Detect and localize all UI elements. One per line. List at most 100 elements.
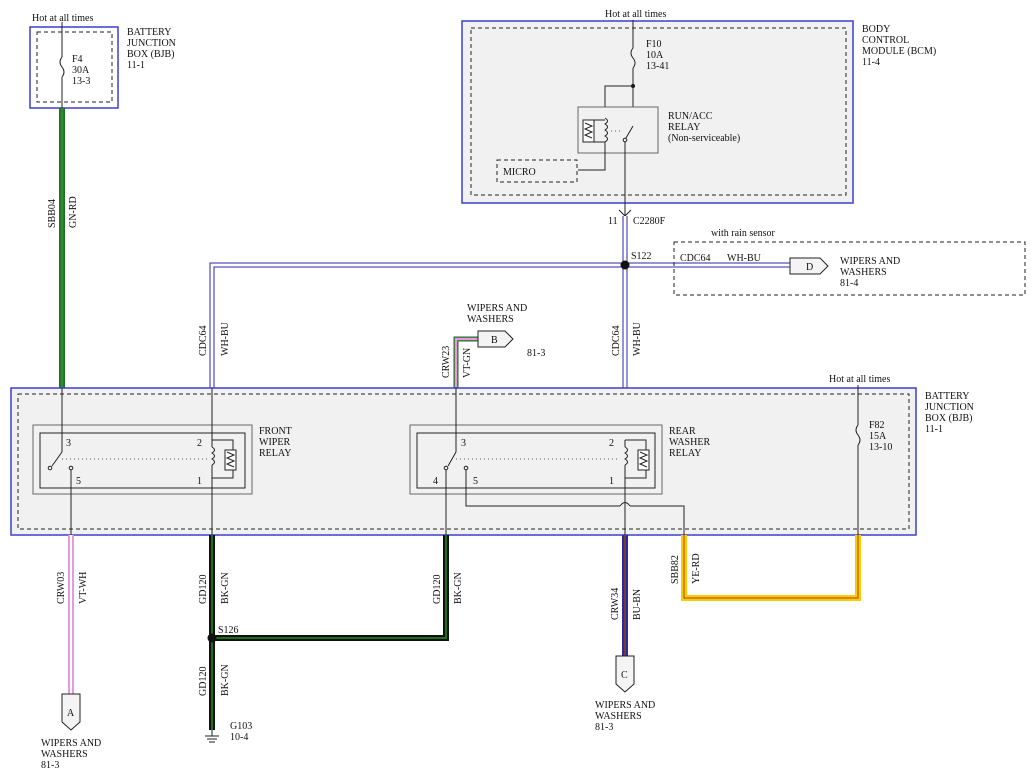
wire-cdc64-horiz-circuit: CDC64 — [680, 253, 711, 264]
offpage-c-label-1: WIPERS AND — [595, 700, 655, 711]
offpage-d-label-2: WASHERS — [840, 267, 887, 278]
bjb-main-ref: 11-1 — [925, 424, 943, 435]
rear-relay-pin-2: 2 — [609, 438, 614, 449]
offpage-d-icon[interactable] — [789, 257, 829, 275]
bcm-name-2: CONTROL — [862, 35, 909, 46]
front-relay-pin-2: 2 — [197, 438, 202, 449]
relay-name-3: (Non-serviceable) — [668, 133, 740, 144]
bcm-module: Hot at all times BODY CONTROL MODULE (BC… — [461, 9, 936, 215]
offpage-d-label-1: WIPERS AND — [840, 256, 900, 267]
bjb-top-hot-label: Hot at all times — [32, 13, 93, 24]
bjb-main-name-1: BATTERY — [925, 391, 969, 402]
bcm-hot-label: Hot at all times — [605, 9, 666, 20]
bjb-top-ref: 11-1 — [127, 60, 145, 71]
fuse-f4-ref: 13-3 — [72, 76, 90, 87]
wire-crw03-circuit: CRW03 — [56, 572, 67, 604]
wire-cdc64-horiz-color: WH-BU — [727, 253, 762, 264]
offpage-c-ref: 81-3 — [595, 722, 613, 733]
bcm-name-3: MODULE (BCM) — [862, 46, 936, 57]
offpage-c-label-2: WASHERS — [595, 711, 642, 722]
ground-icon — [205, 730, 219, 743]
offpage-b-icon[interactable] — [477, 330, 514, 348]
wire-cdc64-left-color: WH-BU — [220, 321, 231, 356]
splice-s126 — [207, 633, 217, 643]
front-relay-pin-1: 1 — [197, 476, 202, 487]
fuse-f10-icon — [630, 47, 636, 69]
bcm-ref: 11-4 — [862, 57, 880, 68]
fuse-f82-ref: 13-10 — [869, 442, 892, 453]
offpage-a-label-1: WIPERS AND — [41, 738, 101, 749]
rear-relay-pin-5: 5 — [473, 476, 478, 487]
fuse-f4-icon — [59, 56, 65, 78]
wire-gd120-a-color: BK-GN — [220, 572, 231, 604]
rear-relay-pin-1: 1 — [609, 476, 614, 487]
front-wiper-relay: FRONT WIPER RELAY 3 5 2 1 — [32, 388, 292, 535]
front-relay-name-3: RELAY — [259, 448, 291, 459]
offpage-b-ref: 81-3 — [527, 348, 545, 359]
bjb-top-module: Hot at all times BATTERY JUNCTION BOX (B… — [29, 13, 176, 109]
wire-sbb04: SBB04 GN-RD — [47, 108, 79, 388]
wire-crw23-color: VT-GN — [462, 348, 473, 378]
offpage-a-letter: A — [67, 708, 75, 719]
ground-label: G103 — [230, 721, 252, 732]
bjb-main-hot-label: Hot at all times — [829, 374, 890, 385]
wire-sbb04-circuit: SBB04 — [47, 199, 58, 228]
wire-crw23-circuit: CRW23 — [441, 346, 452, 378]
offpage-a-icon[interactable] — [61, 693, 81, 731]
fuse-f10-ref: 13-41 — [646, 61, 669, 72]
wire-gd120-a-circuit: GD120 — [198, 575, 209, 604]
offpage-c-icon[interactable] — [615, 655, 635, 693]
fuse-f82-icon — [855, 424, 861, 446]
relay-name-1: RUN/ACC — [668, 111, 713, 122]
wire-gd120-c-circuit: GD120 — [198, 667, 209, 696]
wire-sbb82: SBB82 YE-RD — [670, 535, 861, 601]
fuse-f82-id: F82 — [869, 420, 885, 431]
fuse-f4-rating: 30A — [72, 65, 90, 76]
bjb-main-name-3: BOX (BJB) — [925, 413, 973, 424]
wire-crw03-color: VT-WH — [78, 572, 89, 604]
front-relay-pin-3: 3 — [66, 438, 71, 449]
offpage-b-label-2: WASHERS — [467, 314, 514, 325]
front-relay-pin-5: 5 — [76, 476, 81, 487]
bjb-top-name-1: BATTERY — [127, 27, 171, 38]
front-relay-name-2: WIPER — [259, 437, 290, 448]
bcm-name-1: BODY — [862, 24, 890, 35]
bjb-main-name-2: JUNCTION — [925, 402, 974, 413]
offpage-b-label-1: WIPERS AND — [467, 303, 527, 314]
fuse-f10-rating: 10A — [646, 50, 664, 61]
fuse-f82-rating: 15A — [869, 431, 887, 442]
offpage-d-ref: 81-4 — [840, 278, 858, 289]
front-relay-name-1: FRONT — [259, 426, 292, 437]
connector-pin: 11 — [608, 216, 618, 227]
rear-relay-name-2: WASHER — [669, 437, 710, 448]
relay-name-2: RELAY — [668, 122, 700, 133]
offpage-a-ref: 81-3 — [41, 760, 59, 771]
rear-relay-pin-3: 3 — [461, 438, 466, 449]
wire-crw03: CRW03 VT-WH A WIPERS AND WASHERS 81-3 — [41, 535, 101, 771]
rain-sensor-label: with rain sensor — [711, 228, 776, 239]
wire-sbb82-circuit: SBB82 — [670, 555, 681, 584]
wire-crw34-circuit: CRW34 — [610, 588, 621, 620]
rear-washer-relay: REAR WASHER RELAY 3 4 5 2 1 — [409, 388, 710, 535]
splice-s126-label: S126 — [218, 625, 239, 636]
offpage-a-label-2: WASHERS — [41, 749, 88, 760]
micro-box — [496, 159, 578, 183]
offpage-d-letter: D — [806, 262, 813, 273]
wire-gd120-b-color: BK-GN — [453, 572, 464, 604]
bjb-top-name-3: BOX (BJB) — [127, 49, 175, 60]
wire-cdc64-right-color: WH-BU — [632, 321, 643, 356]
ground-ref: 10-4 — [230, 732, 248, 743]
wire-cdc64-right-circuit: CDC64 — [611, 325, 622, 356]
connector-name: C2280F — [633, 216, 666, 227]
wire-crw34: CRW34 BU-BN C WIPERS AND WASHERS 81-3 — [595, 535, 655, 733]
bjb-main-module: Hot at all times BATTERY JUNCTION BOX (B… — [10, 374, 974, 536]
fuse-f4-id: F4 — [72, 54, 83, 65]
rear-relay-pin-4: 4 — [433, 476, 438, 487]
rear-relay-name-3: RELAY — [669, 448, 701, 459]
wire-gd120: S126 GD120 BK-GN GD120 BK-GN GD120 BK-GN… — [198, 535, 464, 743]
rear-relay-name-1: REAR — [669, 426, 696, 437]
rain-sensor-option: with rain sensor D WIPERS AND WASHERS 81… — [673, 228, 1026, 296]
wire-cdc64: S122 CDC64 WH-BU CDC64 WH-BU CDC64 WH-BU — [198, 216, 790, 388]
splice-s122-label: S122 — [631, 251, 652, 262]
wire-cdc64-left-circuit: CDC64 — [198, 325, 209, 356]
